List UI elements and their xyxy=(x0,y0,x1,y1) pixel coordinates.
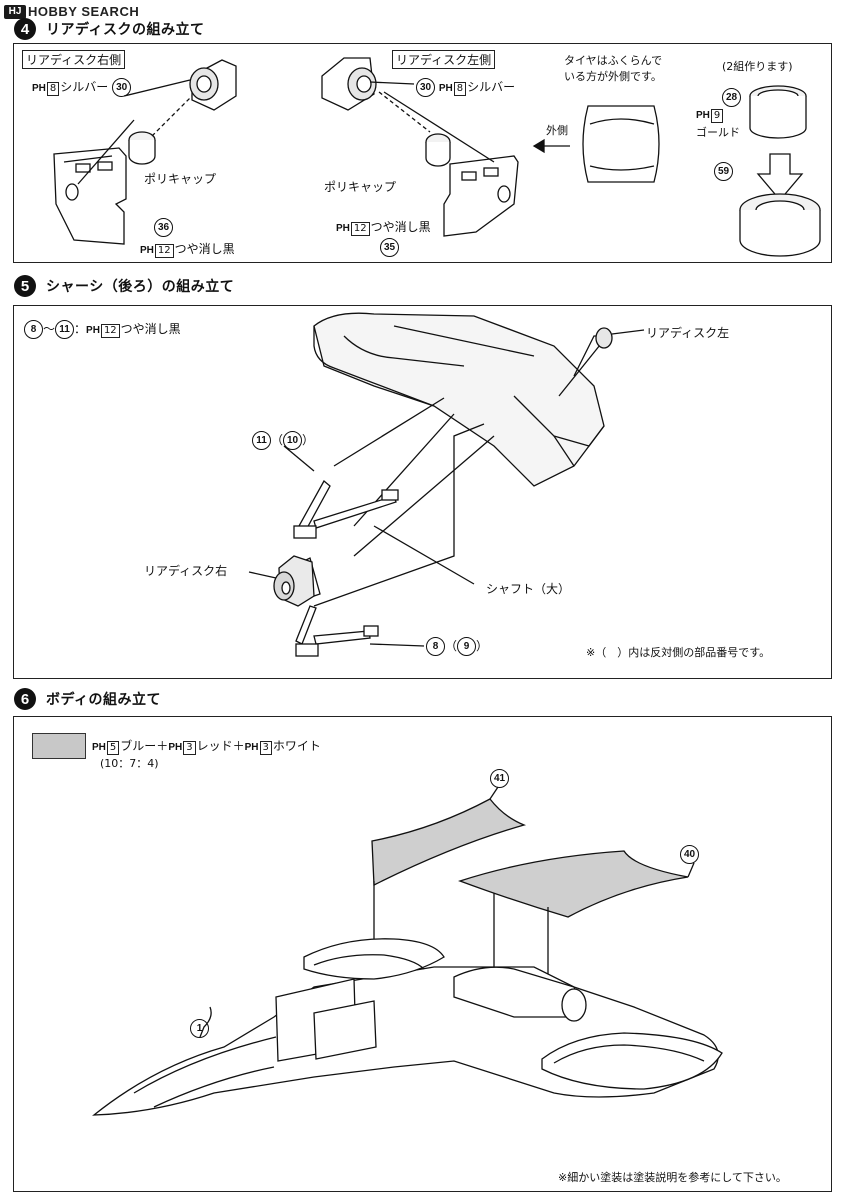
tire-note-line1: タイヤはふくらんで xyxy=(564,54,663,67)
step6-title: ボディの組み立て xyxy=(46,692,162,708)
opposite-side-note: ※（ ）内は反対側の部品番号です。 xyxy=(586,646,771,659)
tire-note-line2: いる方が外側です。 xyxy=(564,70,662,83)
step6-illustration xyxy=(92,786,723,1116)
step5-illustration xyxy=(248,312,645,657)
left-side-label: リアディスク左側 xyxy=(392,50,496,69)
step4-illustration xyxy=(53,57,821,257)
step4-title: リアディスクの組み立て xyxy=(46,22,205,38)
color-mix-ratio: (10：7：4) xyxy=(100,757,159,770)
rear-disc-right-label: リアディスク右 xyxy=(144,564,228,578)
step5-number: 5 xyxy=(14,275,36,297)
step6-header: 6 ボディの組み立て xyxy=(14,688,161,710)
part-35: 35 xyxy=(380,238,399,257)
step6-number: 6 xyxy=(14,688,36,710)
part-40: 40 xyxy=(680,845,699,864)
step4-number: 4 xyxy=(14,18,36,40)
polycap-right-label: ポリキャップ xyxy=(144,172,217,186)
outside-label: 外側 xyxy=(546,124,568,137)
part-8-9-label: 8（9） xyxy=(426,637,488,656)
step5-title: シャーシ（後ろ）の組み立て xyxy=(46,279,235,295)
hobby-search-watermark: HJ HOBBY SEARCH xyxy=(4,4,139,19)
hobby-search-logo: HJ xyxy=(4,4,26,19)
part-36: 36 xyxy=(154,218,173,237)
part-59: 59 xyxy=(714,162,733,181)
part-1: 1 xyxy=(190,1019,209,1038)
color-swatch xyxy=(32,733,86,759)
painting-footnote: ※細かい塗装は塗装説明を参考にして下さい。 xyxy=(558,1171,787,1184)
part-41: 41 xyxy=(490,769,509,788)
step5-header: 5 シャーシ（後ろ）の組み立て xyxy=(14,275,234,297)
make-two-note: (2組作ります) xyxy=(722,60,793,73)
shaft-label: シャフト（大） xyxy=(486,582,571,596)
rear-disc-left-label: リアディスク左 xyxy=(646,326,730,340)
right-side-label: リアディスク右側 xyxy=(22,50,126,69)
step4-header: 4 リアディスクの組み立て xyxy=(14,18,205,40)
gold-name: ゴールド xyxy=(696,126,740,139)
watermark-text: HOBBY SEARCH xyxy=(28,4,140,19)
part-28: 28 xyxy=(722,88,741,107)
polycap-left-label: ポリキャップ xyxy=(324,180,397,194)
part-11-10-label: 11（10） xyxy=(252,431,314,450)
